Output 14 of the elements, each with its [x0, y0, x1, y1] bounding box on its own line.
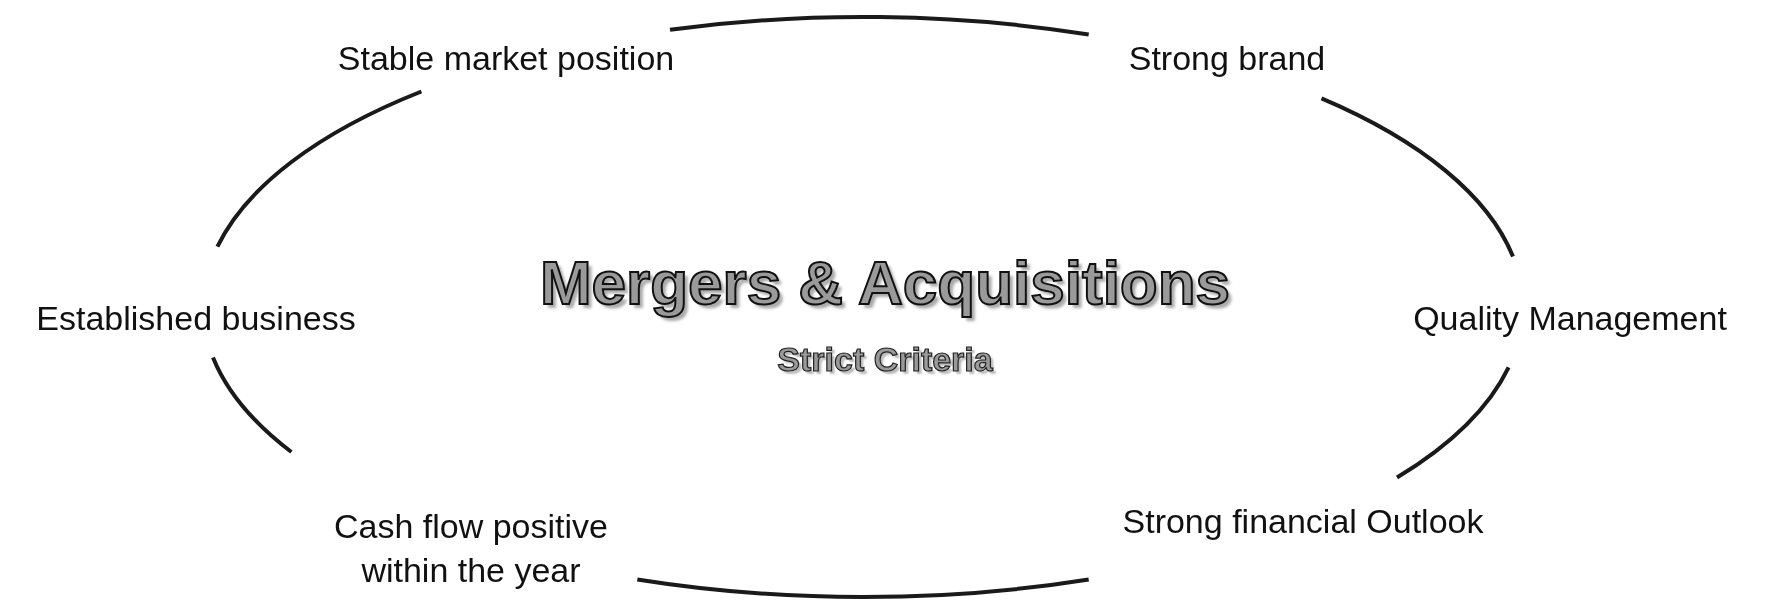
criterion-text: Cash flow positive within the year	[301, 503, 641, 593]
criterion-text: Established business	[36, 295, 356, 341]
ellipse-arc	[211, 356, 293, 454]
ellipse-arc	[637, 577, 1089, 599]
criterion-text: Strong brand	[1128, 35, 1326, 81]
ellipse-arc	[669, 15, 1089, 37]
criterion-text: Stable market position	[337, 35, 675, 81]
ellipse-arc	[1320, 96, 1515, 258]
ellipse-arc	[1395, 366, 1511, 480]
criterion-text: Quality Management	[1413, 295, 1727, 341]
criterion-text: Strong financial Outlook	[1122, 498, 1484, 544]
subtitle: Strict Criteria	[777, 339, 993, 379]
title: Mergers & Acquisitions	[539, 246, 1231, 318]
ellipse-arc	[215, 89, 423, 248]
